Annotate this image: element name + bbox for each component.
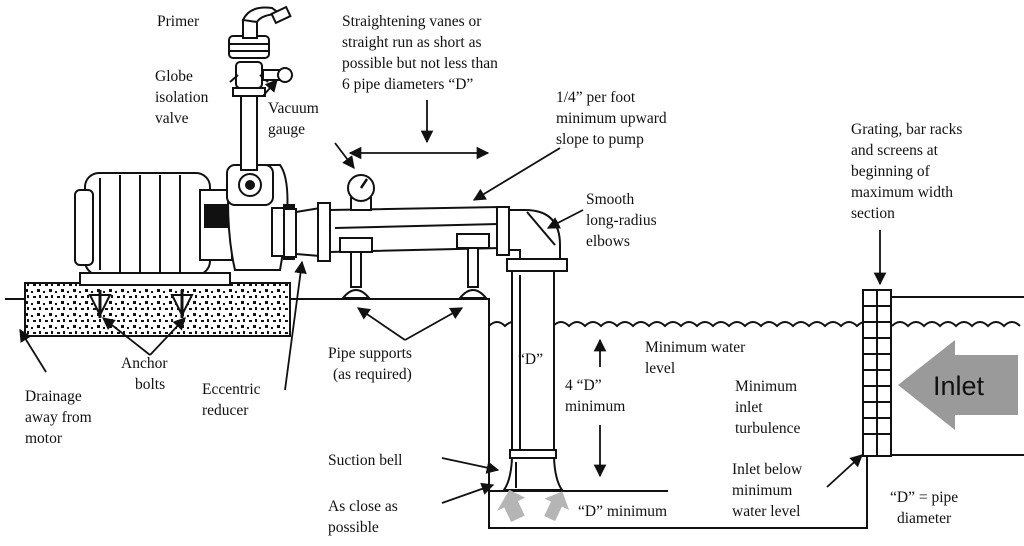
- label-min-water: Minimum water level: [645, 339, 749, 377]
- label-grating: Grating, bar racks and screens at beginn…: [851, 121, 966, 222]
- label-d-equals: “D” = pipe diameter: [890, 489, 962, 527]
- grating: [862, 289, 892, 457]
- suction-bell: [502, 457, 564, 491]
- discharge-assembly: [228, 5, 293, 171]
- labels: Primer Globe isolation valve Vacuum gaug…: [25, 13, 985, 536]
- ground-line: [5, 298, 1024, 529]
- label-pipe-d: “D”: [518, 351, 543, 368]
- label-globe-valve: Globe isolation valve: [155, 68, 212, 127]
- label-primer: Primer: [157, 13, 200, 30]
- label-close: As close as possible: [328, 498, 402, 536]
- label-drainage: Drainage away from motor: [25, 388, 96, 447]
- label-four-d: 4 “D” minimum: [565, 377, 625, 415]
- label-anchor-bolts: Anchor bolts: [121, 355, 171, 393]
- pipe-supports: [339, 233, 490, 299]
- vacuum-gauge: [347, 174, 375, 211]
- label-pipe-supports: Pipe supports (as required): [328, 345, 416, 383]
- label-turbulence: Minimum inlet turbulence: [735, 378, 801, 437]
- suction-pipe: [283, 202, 568, 491]
- label-straightening: Straightening vanes or straight run as s…: [342, 13, 502, 93]
- label-suction-bell: Suction bell: [328, 452, 402, 469]
- label-d-min: “D” minimum: [578, 503, 667, 520]
- foundation: [24, 282, 291, 337]
- label-inlet: Inlet: [933, 371, 985, 401]
- label-vacuum-gauge: Vacuum gauge: [268, 100, 323, 138]
- motor: [74, 172, 233, 286]
- pointers: [19, 79, 887, 504]
- label-elbows: Smooth long-radius elbows: [586, 191, 660, 250]
- water-surface-inlet: [891, 321, 1021, 328]
- label-eccentric: Eccentric reducer: [202, 381, 264, 419]
- inlet-arrow: [898, 340, 1018, 430]
- label-inlet-below: Inlet below minimum water level: [732, 461, 806, 520]
- label-slope: 1/4” per foot minimum upward slope to pu…: [556, 89, 671, 148]
- flow-arrows: [497, 489, 570, 522]
